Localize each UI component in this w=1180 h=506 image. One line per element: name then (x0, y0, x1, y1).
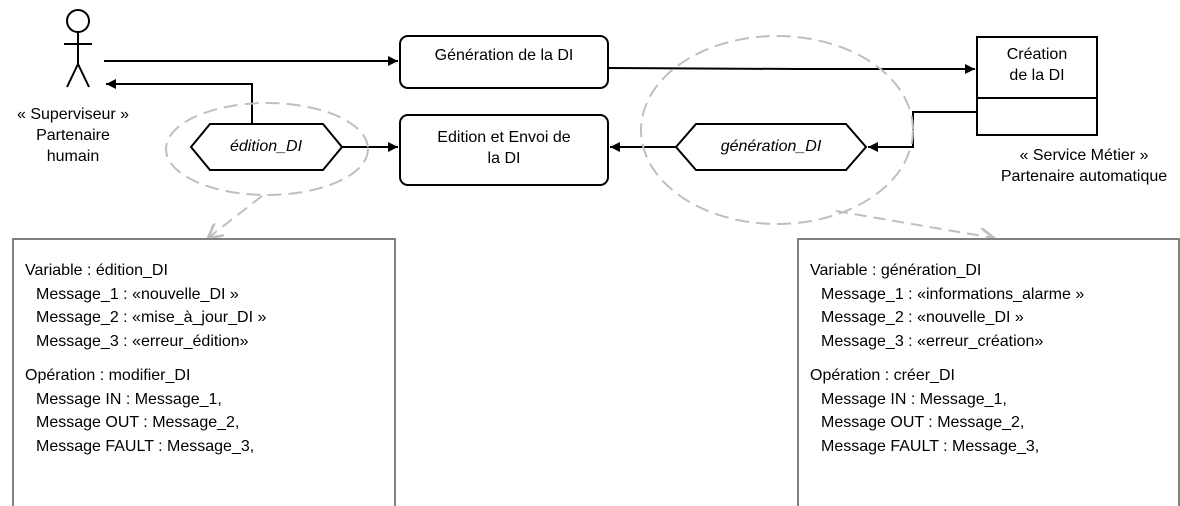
generation-activity-label: Génération de la DI (434, 47, 574, 64)
edition-activity-label-line1: Edition et Envoi de (437, 129, 571, 146)
note-message-line: Message_1 : «nouvelle_DI » (36, 285, 239, 303)
generation-variable-hexagon (674, 123, 868, 171)
edition-activity-box (399, 114, 609, 186)
supervisor-role-line2: humain (46, 148, 100, 165)
creation-label-line2: de la DI (1009, 67, 1065, 84)
note-io-line: Message OUT : Message_2, (36, 414, 240, 431)
note-variable-line: Variable : génération_DI (810, 262, 982, 279)
note-message-line: Message_2 : «nouvelle_DI » (821, 309, 1024, 326)
service-stereotype: « Service Métier » (1019, 147, 1149, 164)
creation-label-line1: Création (1006, 46, 1068, 63)
creation-service-box (976, 36, 1098, 136)
creation-to-generation-variable-arrow (868, 111, 977, 152)
note-io-line: Message IN : Message_1, (36, 390, 222, 408)
note-operation-line: Opération : modifier_DI (25, 367, 191, 384)
note-operation-line: Opération : créer_DI (810, 367, 955, 384)
generation-variable-note: Variable : génération_DI Message_1 : «in… (797, 238, 1180, 506)
note-variable-line: Variable : édition_DI (25, 262, 168, 279)
edition-highlight-ellipse (165, 102, 369, 196)
note-message-line: Message_3 : «erreur_création» (821, 332, 1044, 350)
note-io-line: Message FAULT : Message_3, (821, 437, 1040, 455)
note-message-line: Message_3 : «erreur_édition» (36, 332, 249, 350)
generation-to-creation-arrow (607, 64, 975, 74)
edition-activity-label-line2: la DI (487, 150, 521, 167)
edition-variable-label: édition_DI (229, 138, 303, 155)
note-message-line: Message_1 : «informations_alarme » (821, 285, 1085, 303)
supervisor-role-line1: Partenaire (36, 127, 110, 144)
generation-highlight-ellipse (640, 35, 914, 225)
generation-activity-box (399, 35, 609, 89)
edition-note-pointer (208, 195, 263, 238)
note-io-line: Message OUT : Message_2, (821, 414, 1025, 431)
edition-to-supervisor-arrow (106, 79, 253, 124)
supervisor-actor-icon (64, 9, 92, 88)
generation-variable-label: génération_DI (720, 138, 822, 155)
note-io-line: Message IN : Message_1, (821, 390, 1007, 408)
service-role-line1: Partenaire automatique (1000, 168, 1168, 185)
note-io-line: Message FAULT : Message_3, (36, 437, 255, 455)
note-message-line: Message_2 : «mise_à_jour_DI » (36, 309, 267, 326)
generation-note-pointer (835, 210, 994, 238)
edition-variable-note: Variable : édition_DI Message_1 : «nouve… (12, 238, 396, 506)
supervisor-stereotype: « Superviseur » (16, 106, 130, 123)
